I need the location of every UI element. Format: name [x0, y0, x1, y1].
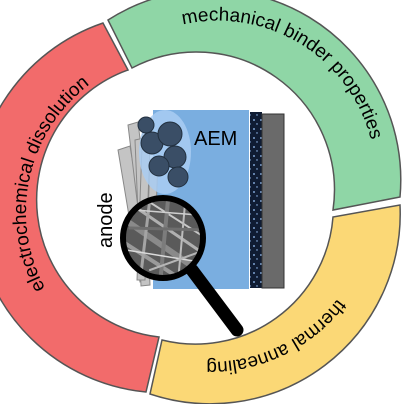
- membrane-label: AEM: [194, 128, 237, 150]
- catalyst-particle: [167, 166, 189, 188]
- catalyst-particle: [137, 116, 155, 134]
- catalyst-particle: [148, 155, 170, 177]
- segment-mechanical: [107, 0, 402, 211]
- magnifying-glass-icon: [120, 195, 244, 337]
- catalyst-particles: [137, 116, 189, 188]
- segment-thermal: [149, 204, 401, 404]
- interlayer-dots: [250, 112, 262, 288]
- backing-plate: [261, 113, 285, 289]
- segment-electrochemical: [0, 22, 160, 393]
- magnifier-handle: [185, 263, 244, 337]
- magnifier-rim: [120, 195, 206, 281]
- catalyst-particle: [157, 121, 183, 147]
- anode-label: anode: [95, 192, 117, 248]
